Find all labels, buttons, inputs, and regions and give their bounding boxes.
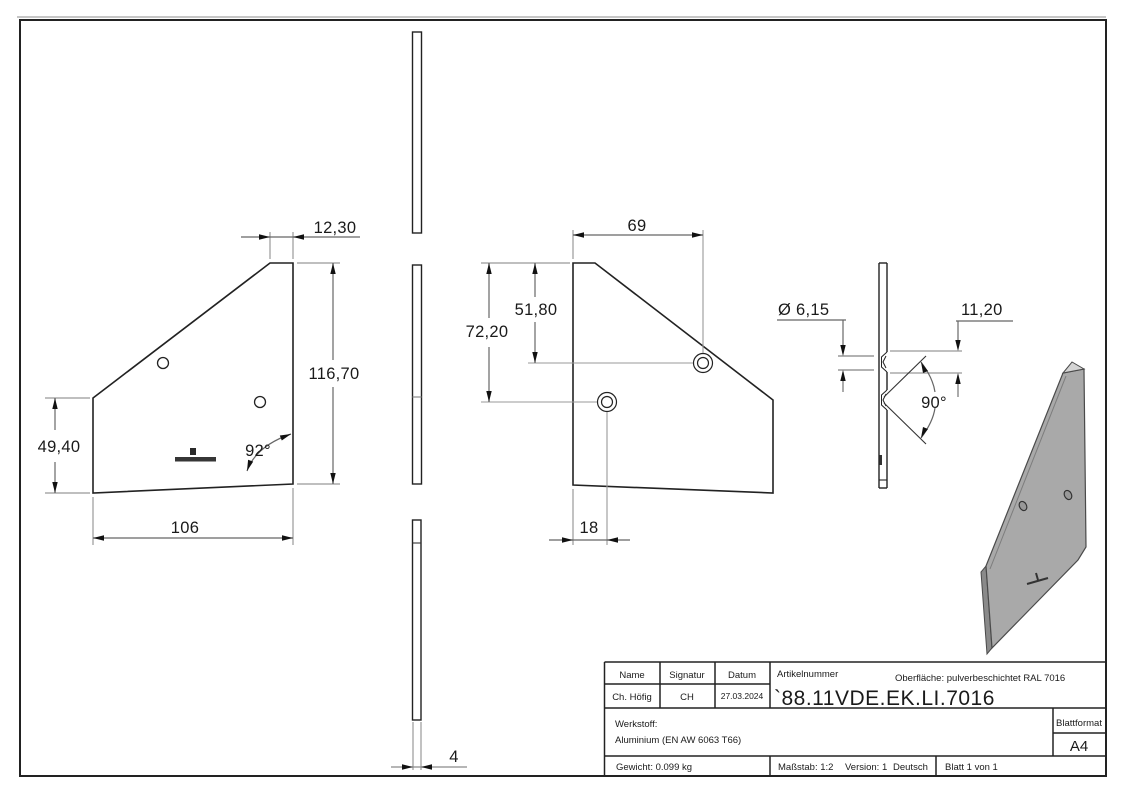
header-name: Name <box>619 670 644 681</box>
massstab-value: Maßstab: 1:2 <box>778 762 833 773</box>
arrowhead <box>330 473 336 484</box>
arrowhead <box>573 232 584 238</box>
edge-strip-top <box>411 31 423 234</box>
arrowhead <box>955 340 961 351</box>
dim-text-116-70: 116,70 <box>308 365 359 383</box>
arrowhead <box>955 373 961 384</box>
value-name: Ch. Höfig <box>612 692 652 703</box>
gewicht-value: Gewicht: 0.099 kg <box>616 762 692 773</box>
arrowhead <box>486 263 492 274</box>
dim-text-4: 4 <box>449 748 458 766</box>
value-signatur: CH <box>680 692 694 703</box>
blattformat-value: A4 <box>1070 738 1088 755</box>
iso-top-bevel <box>1061 361 1086 374</box>
engraved-logo-mark <box>190 448 196 455</box>
arrowhead <box>282 535 293 541</box>
plate-outline-right-view <box>572 262 774 494</box>
header-datum: Datum <box>728 670 756 681</box>
dim-text-11-20: 11,20 <box>961 301 1003 319</box>
dimension-v3-csk-dia: 11,20 <box>890 301 1013 397</box>
arrowhead <box>692 232 703 238</box>
werkstoff-value: Aluminium (EN AW 6063 T66) <box>615 735 741 746</box>
dim-text-72-20: 72,20 <box>466 323 509 341</box>
dim-text-69: 69 <box>628 217 647 235</box>
version-value: Version: 1 <box>845 762 887 773</box>
edge-strip-bottom <box>411 519 422 721</box>
arrowhead <box>486 391 492 402</box>
engraved-logo-text <box>175 457 216 462</box>
drawing-frame <box>17 16 1107 777</box>
arrowhead <box>93 535 104 541</box>
blatt-value: Blatt 1 von 1 <box>945 762 998 773</box>
part-number: `88.11VDE.EK.LI.7016 <box>774 687 995 710</box>
hole-lower <box>253 395 267 409</box>
arrowhead <box>532 352 538 363</box>
dim-text-90deg: 90° <box>921 394 947 412</box>
werkstoff-label: Werkstoff: <box>615 719 657 730</box>
dimension-v2-hole-inset: 18 <box>549 412 630 545</box>
dim-text-12-30: 12,30 <box>314 219 357 237</box>
arrowhead <box>562 537 573 543</box>
edge-strip-middle <box>411 264 423 485</box>
arrowhead <box>330 263 336 274</box>
front-view-right <box>572 262 774 494</box>
dimension-v1-left-height: 49,40 <box>38 397 90 494</box>
dimension-v1-angle: 92° <box>245 433 292 472</box>
iso-logo-mark <box>1026 577 1049 585</box>
arrowhead <box>921 362 928 373</box>
dim-text-92deg: 92° <box>245 442 271 460</box>
iso-hole-right <box>1063 489 1073 501</box>
hole-upper <box>156 356 170 370</box>
arrowhead <box>259 234 270 240</box>
arrowhead <box>607 537 618 543</box>
hole-upper <box>696 356 710 370</box>
dimension-v2-top-width: 69 <box>572 217 704 353</box>
arrowhead <box>840 370 846 381</box>
arrowhead <box>52 482 58 493</box>
arrowhead <box>532 263 538 274</box>
dimension-v1-bottom-width: 106 <box>92 488 294 545</box>
arrowhead <box>921 427 928 438</box>
value-datum: 27.03.2024 <box>721 691 764 701</box>
hole-lower <box>600 395 614 409</box>
header-artikelnummer: Artikelnummer <box>777 669 838 680</box>
header-signatur: Signatur <box>669 670 704 681</box>
frame-rect <box>19 19 1107 777</box>
dimension-thickness: 4 <box>391 722 467 770</box>
dimension-v3-csk-angle: 90° <box>883 355 947 445</box>
edge-view-strips <box>411 31 423 721</box>
dimension-v3-hole-dia: Ø 6,15 <box>777 301 874 392</box>
arrowhead <box>402 764 413 770</box>
arrowhead <box>247 459 254 471</box>
arrowhead <box>421 764 432 770</box>
dimension-v2-hole1-offset: 51,80 <box>481 262 693 364</box>
iso-logo-mark-2 <box>1035 572 1039 581</box>
engraving-edge-mark <box>879 455 882 465</box>
dim-text-18: 18 <box>580 519 599 537</box>
arrowhead <box>840 345 846 356</box>
dimension-v1-height: 116,70 <box>297 262 359 485</box>
sprache-value: Deutsch <box>893 762 928 773</box>
blattformat-label: Blattformat <box>1056 718 1102 729</box>
arrowhead <box>293 234 304 240</box>
oberflaeche-value: Oberfläche: pulverbeschichtet RAL 7016 <box>895 673 1065 684</box>
iso-chamfer-line <box>989 375 1067 570</box>
iso-view-3d <box>980 361 1087 656</box>
title-block-lines <box>603 661 1106 776</box>
front-view-left <box>92 262 294 494</box>
iso-hole-left <box>1018 500 1028 512</box>
dimension-v2-hole2-offset: 72,20 <box>466 263 597 403</box>
iso-plate-face <box>985 368 1087 650</box>
side-view-countersink <box>878 262 888 489</box>
dim-text-106: 106 <box>171 519 199 537</box>
arrowhead <box>279 434 291 441</box>
dim-text-dia-6-15: Ø 6,15 <box>778 301 829 319</box>
plate-outline-left-view <box>92 262 294 494</box>
title-block: Name Signatur Datum Artikelnummer Oberfl… <box>603 661 1106 776</box>
dimension-v1-top-width: 12,30 <box>241 219 360 259</box>
dim-text-49-40: 49,40 <box>38 438 81 456</box>
dim-text-51-80: 51,80 <box>515 301 558 319</box>
arrowhead <box>52 398 58 409</box>
